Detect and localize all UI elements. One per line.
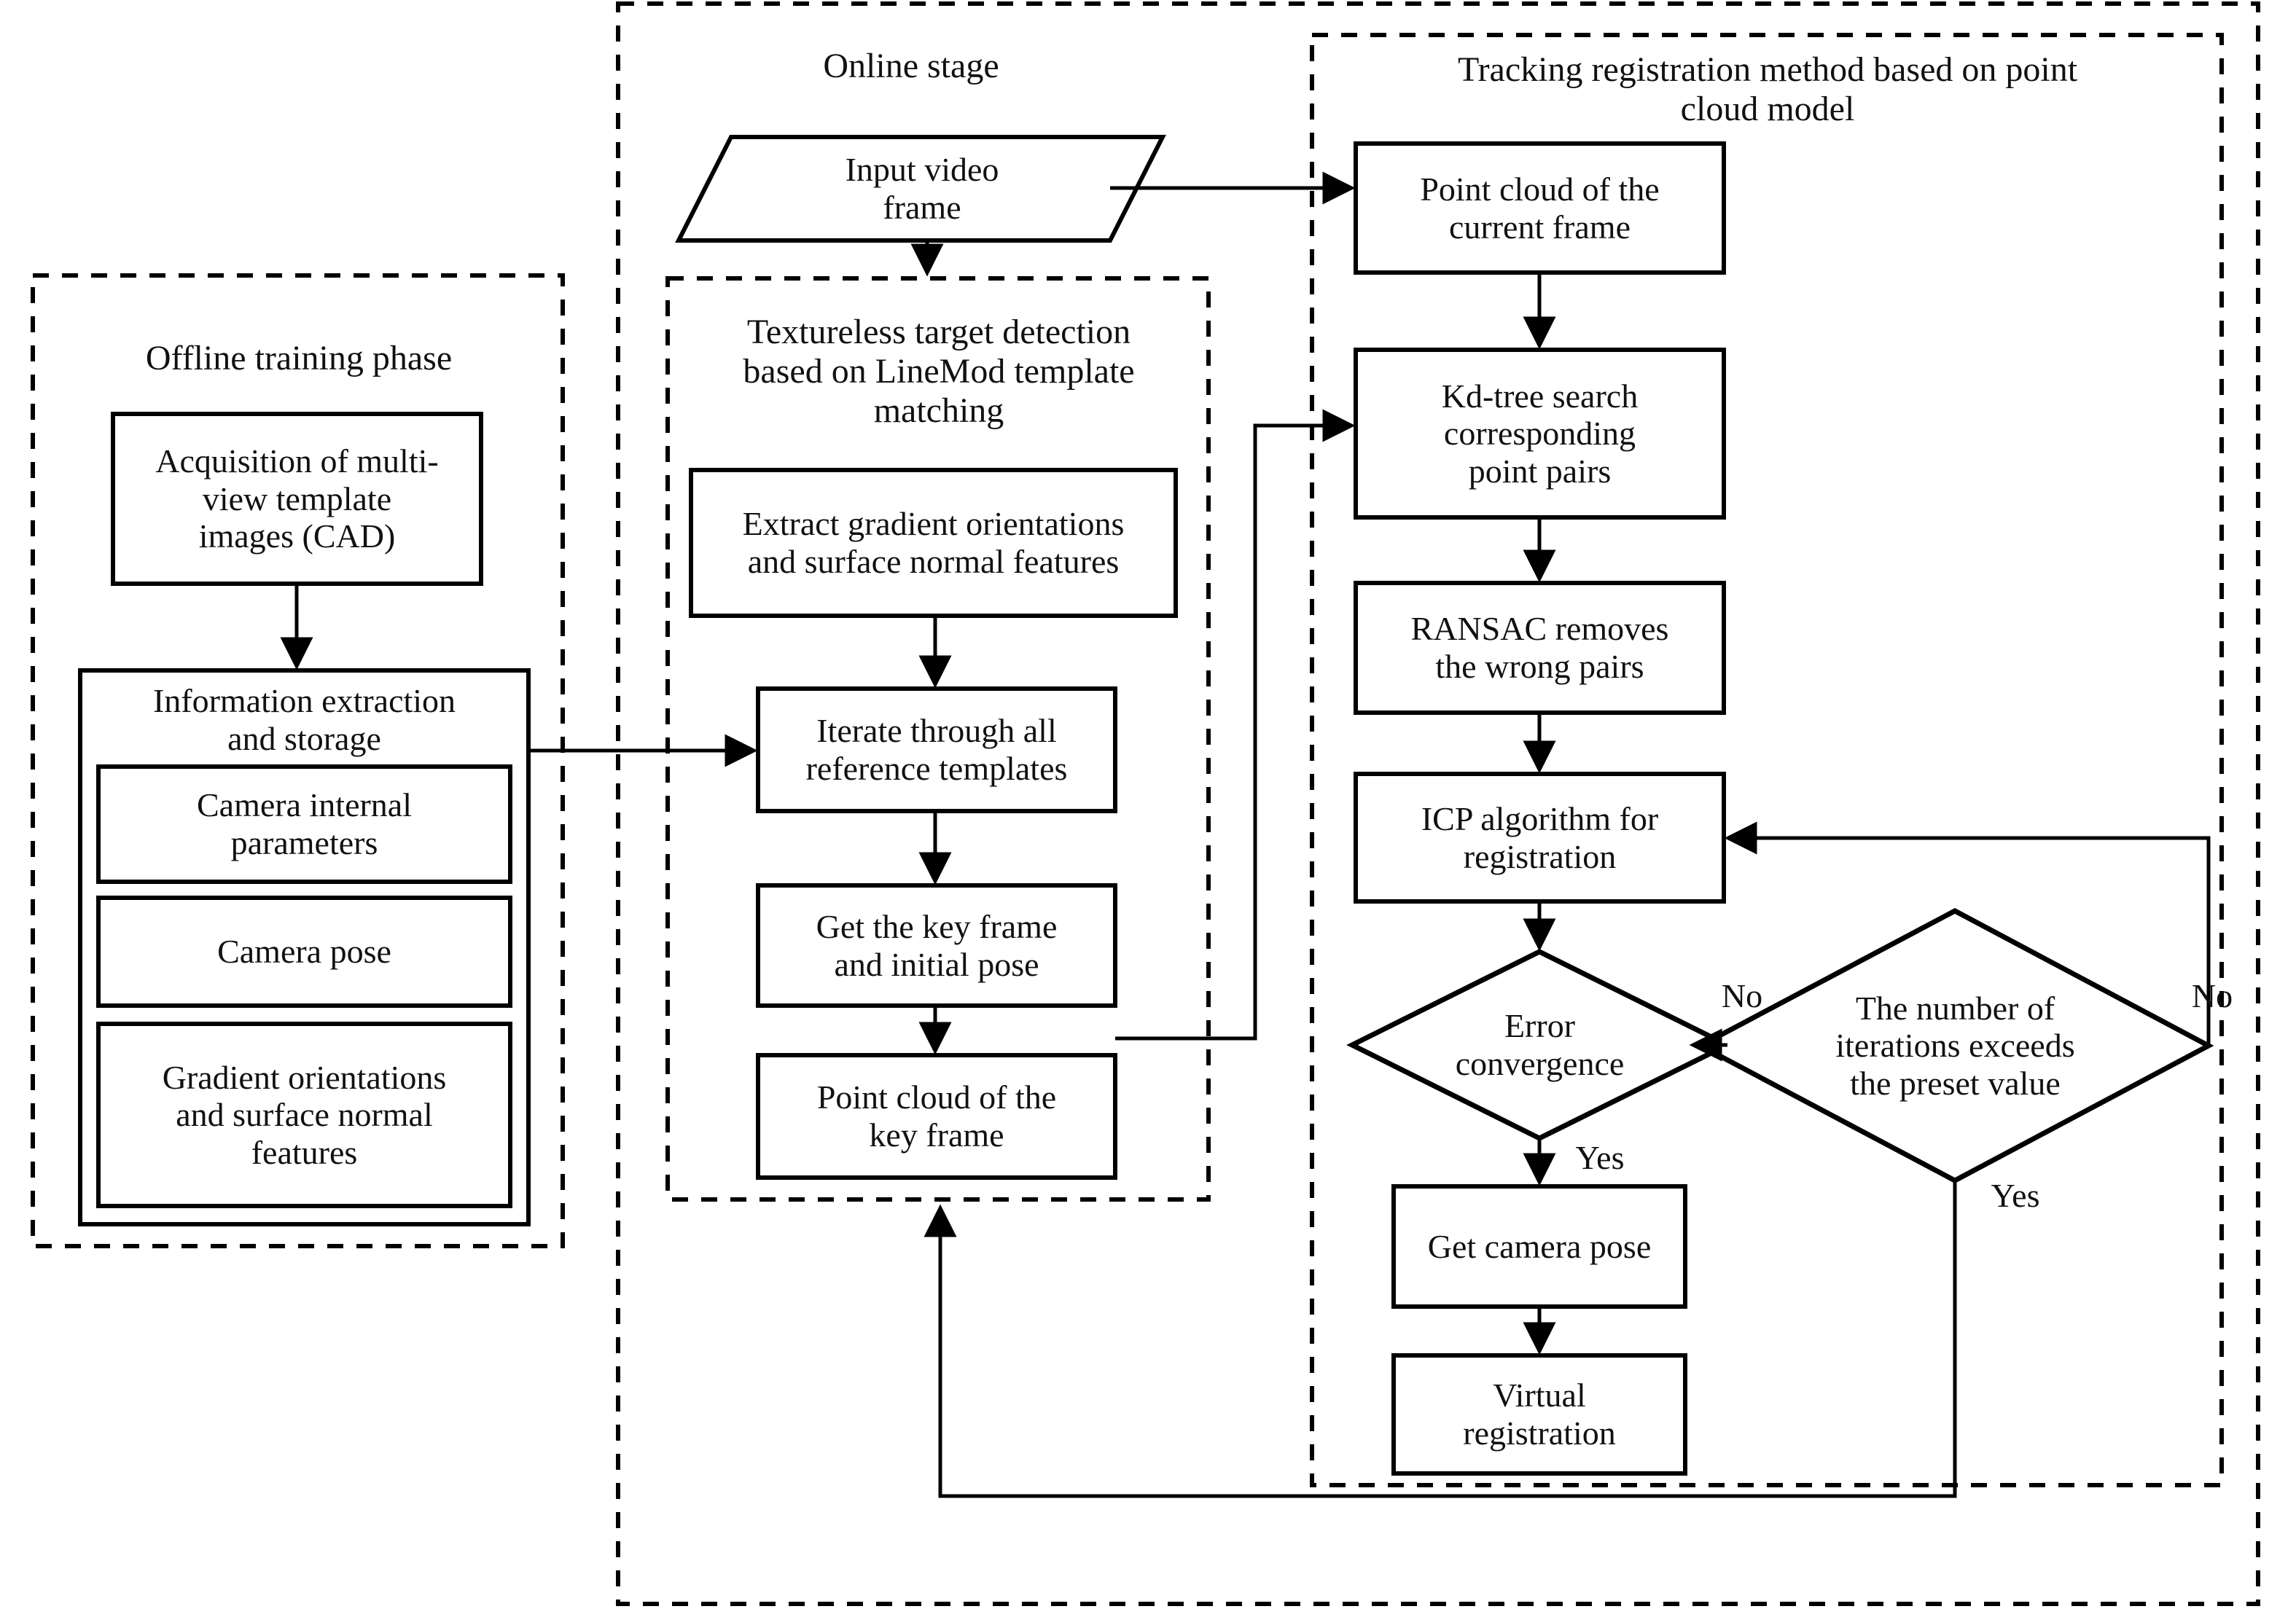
group-offline-training-phase <box>31 273 565 1248</box>
node-gradient-orientations-and-surface-normal-features <box>96 1022 512 1208</box>
group-textureless-detection <box>665 276 1211 1202</box>
node-icp-algorithm-for-registration <box>1354 772 1726 904</box>
edge-keycloud-to-kdtree <box>1115 409 1356 1041</box>
node-camera-internal-parameters <box>96 764 512 884</box>
node-point-cloud-of-the-current-frame <box>1354 141 1726 275</box>
node-camera-pose <box>96 896 512 1008</box>
node-point-cloud-of-the-key-frame <box>756 1053 1117 1180</box>
node-input-video-frame <box>675 135 1166 243</box>
group-online-stage <box>616 1 2260 1606</box>
node-get-camera-pose <box>1391 1184 1687 1309</box>
edge-iterations-no-to-icp <box>1724 821 2211 1046</box>
node-kd-tree-search-corresponding-point-pairs <box>1354 348 1726 520</box>
node-iterations-exceed-preset-value-decision <box>1695 908 2214 1183</box>
node-acquisition-of-multiview-template-images <box>111 412 483 586</box>
node-iterate-through-all-reference-templates <box>756 686 1117 813</box>
node-error-convergence-decision <box>1346 949 1733 1141</box>
node-extract-gradient-orientations-and-surface-normal-features <box>689 468 1178 618</box>
node-ransac-removes-the-wrong-pairs <box>1354 581 1726 715</box>
node-get-the-key-frame-and-initial-pose <box>756 883 1117 1008</box>
edge-iterations-yes-to-detection <box>924 1181 1957 1498</box>
group-tracking-registration <box>1310 33 2224 1487</box>
node-virtual-registration <box>1391 1353 1687 1476</box>
